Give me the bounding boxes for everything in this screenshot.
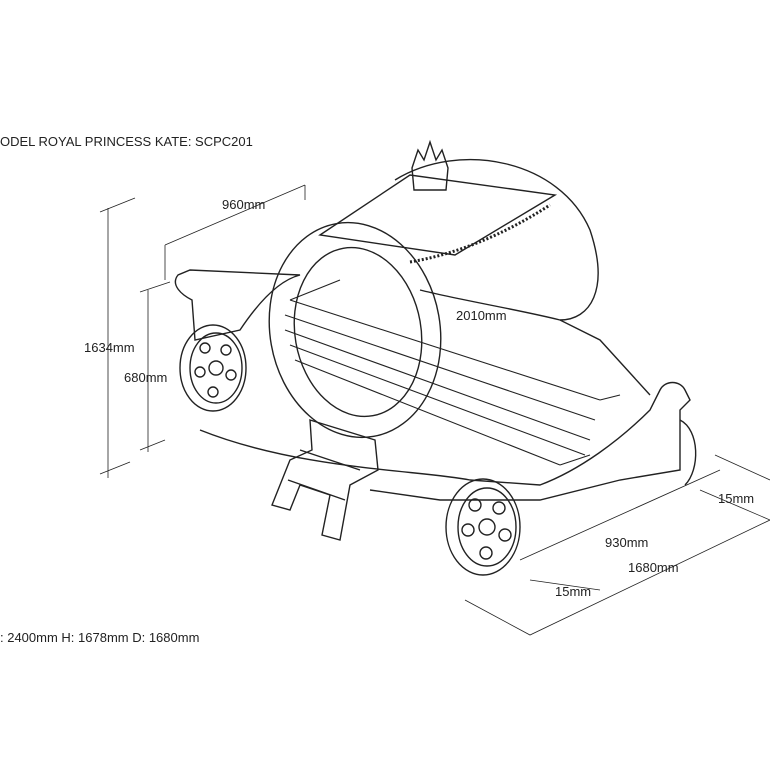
rear-side-panel [419,289,651,396]
rear-arch [394,159,599,321]
left-wheel [179,324,247,412]
dim-length: 2010mm [456,308,507,323]
dim-inner-width: 930mm [605,535,649,550]
model-title: ODEL ROYAL PRINCESS KATE: SCPC201 [0,134,253,149]
canopy-roof [318,174,558,256]
rear-wheel [679,419,697,486]
dim-right-gap: 15mm [718,491,755,506]
canopy-fringe [409,203,551,264]
dim-side-height: 680mm [124,370,168,385]
crown-icon [411,139,449,191]
dimension-lines [99,184,770,636]
dim-left-gap: 15mm [555,584,592,599]
front-ring-inner [293,246,423,418]
dim-top-width: 960mm [222,197,266,212]
dim-outer-width: 1680mm [628,560,679,575]
steps [271,419,379,541]
bed-slats [284,279,621,466]
front-ring-outer [268,221,442,439]
dim-total-height: 1634mm [84,340,135,355]
front-wheel [445,478,521,576]
overall-dimensions: : 2400mm H: 1678mm D: 1680mm [0,630,200,645]
front-side-panel [199,381,691,501]
left-side-panel [174,269,301,341]
